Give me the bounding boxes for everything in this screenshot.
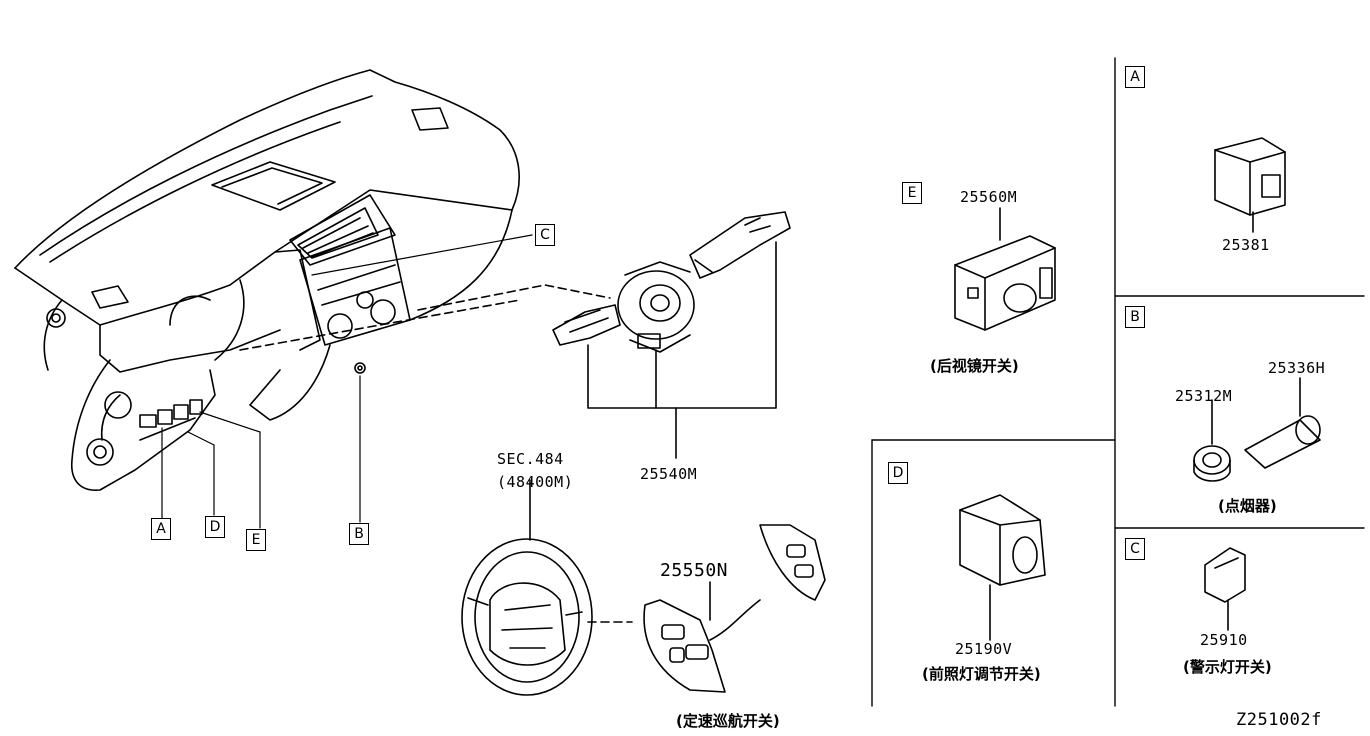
cruise-switch-illustration [643, 524, 826, 693]
section-reference: SEC.484 [497, 450, 564, 468]
panel-dividers [871, 57, 1365, 707]
caption-cigar-lighter: (点烟器) [1218, 497, 1277, 515]
callout-e: E [246, 529, 266, 551]
callout-b: B [349, 523, 369, 545]
steering-wheel-illustration [461, 479, 633, 696]
panel-header-a: A [1125, 66, 1145, 88]
dashboard-leaders [161, 234, 533, 529]
caption-headlamp-switch: (前照灯调节开关) [922, 665, 1041, 683]
switch-a-illustration [1214, 137, 1286, 233]
part-number-25540m: 25540M [640, 465, 698, 483]
panel-header-d: D [888, 462, 908, 484]
part-number-25910: 25910 [1200, 631, 1248, 649]
panel-header-b: B [1125, 306, 1145, 328]
mirror-switch-illustration [954, 207, 1056, 331]
hazard-switch-illustration [1204, 547, 1246, 631]
callout-c: C [535, 224, 555, 246]
part-number-25190v: 25190V [955, 640, 1013, 658]
combination-switch-illustration [239, 211, 791, 459]
caption-mirror-switch: (后视镜开关) [930, 357, 1019, 375]
cigar-lighter-illustration [1193, 377, 1321, 482]
part-number-25550n: 25550N [660, 560, 729, 581]
part-number-25381: 25381 [1222, 236, 1270, 254]
caption-hazard-switch: (警示灯开关) [1183, 658, 1272, 676]
panel-header-e: E [902, 182, 922, 204]
headlamp-switch-illustration [959, 494, 1046, 641]
dashboard-illustration [14, 69, 520, 491]
part-number-25560m: 25560M [960, 188, 1018, 206]
callout-d: D [205, 516, 225, 538]
panel-header-c: C [1125, 538, 1145, 560]
part-number-25336h: 25336H [1268, 359, 1326, 377]
callout-a: A [151, 518, 171, 540]
drawing-code: Z251002f [1236, 710, 1322, 730]
caption-cruise-switch: (定速巡航开关) [676, 712, 780, 730]
section-part-number: (48400M) [497, 473, 574, 491]
part-number-25312m: 25312M [1175, 387, 1233, 405]
